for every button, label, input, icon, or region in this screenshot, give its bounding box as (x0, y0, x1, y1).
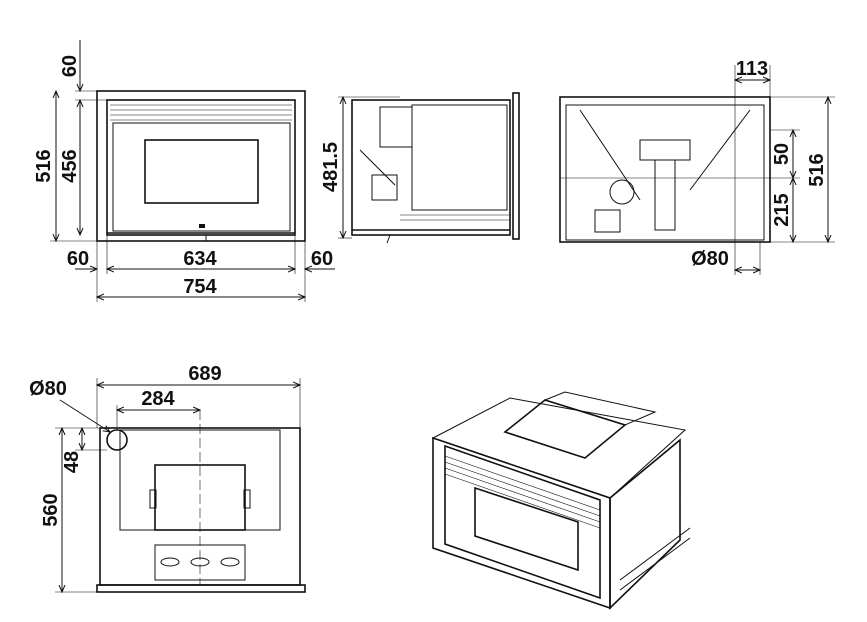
dim-right-margin: 60 (311, 248, 333, 270)
dim-rear-height-total: 516 (806, 153, 828, 186)
front-view: 60 516 456 60 634 60 754 (33, 40, 335, 302)
isometric-view (431, 391, 691, 610)
dim-rear-flue-diameter: Ø80 (691, 248, 729, 270)
dim-total-width: 754 (183, 276, 217, 298)
side-view: 481.5 (320, 92, 520, 244)
dim-depth: 689 (188, 363, 221, 385)
dim-flue-height-b: 215 (771, 193, 793, 226)
dim-flue-y: 48 (61, 451, 83, 473)
dim-left-margin: 60 (67, 248, 89, 270)
dim-flue-offset: 113 (736, 58, 768, 80)
dim-inner-width: 634 (183, 248, 217, 270)
dim-flue-height-a: 50 (771, 143, 793, 165)
dim-height-total: 516 (33, 149, 55, 182)
dim-height-inner: 456 (59, 149, 81, 182)
dim-top-flue-diameter: Ø80 (29, 378, 67, 400)
dim-flue-x: 284 (141, 388, 175, 410)
dim-top-width: 560 (40, 493, 62, 526)
rear-view: 113 50 516 215 Ø80 (559, 58, 835, 275)
dim-top-offset: 60 (59, 55, 81, 77)
dim-side-height: 481.5 (320, 142, 342, 192)
top-view: 689 284 Ø80 48 560 (29, 363, 306, 592)
